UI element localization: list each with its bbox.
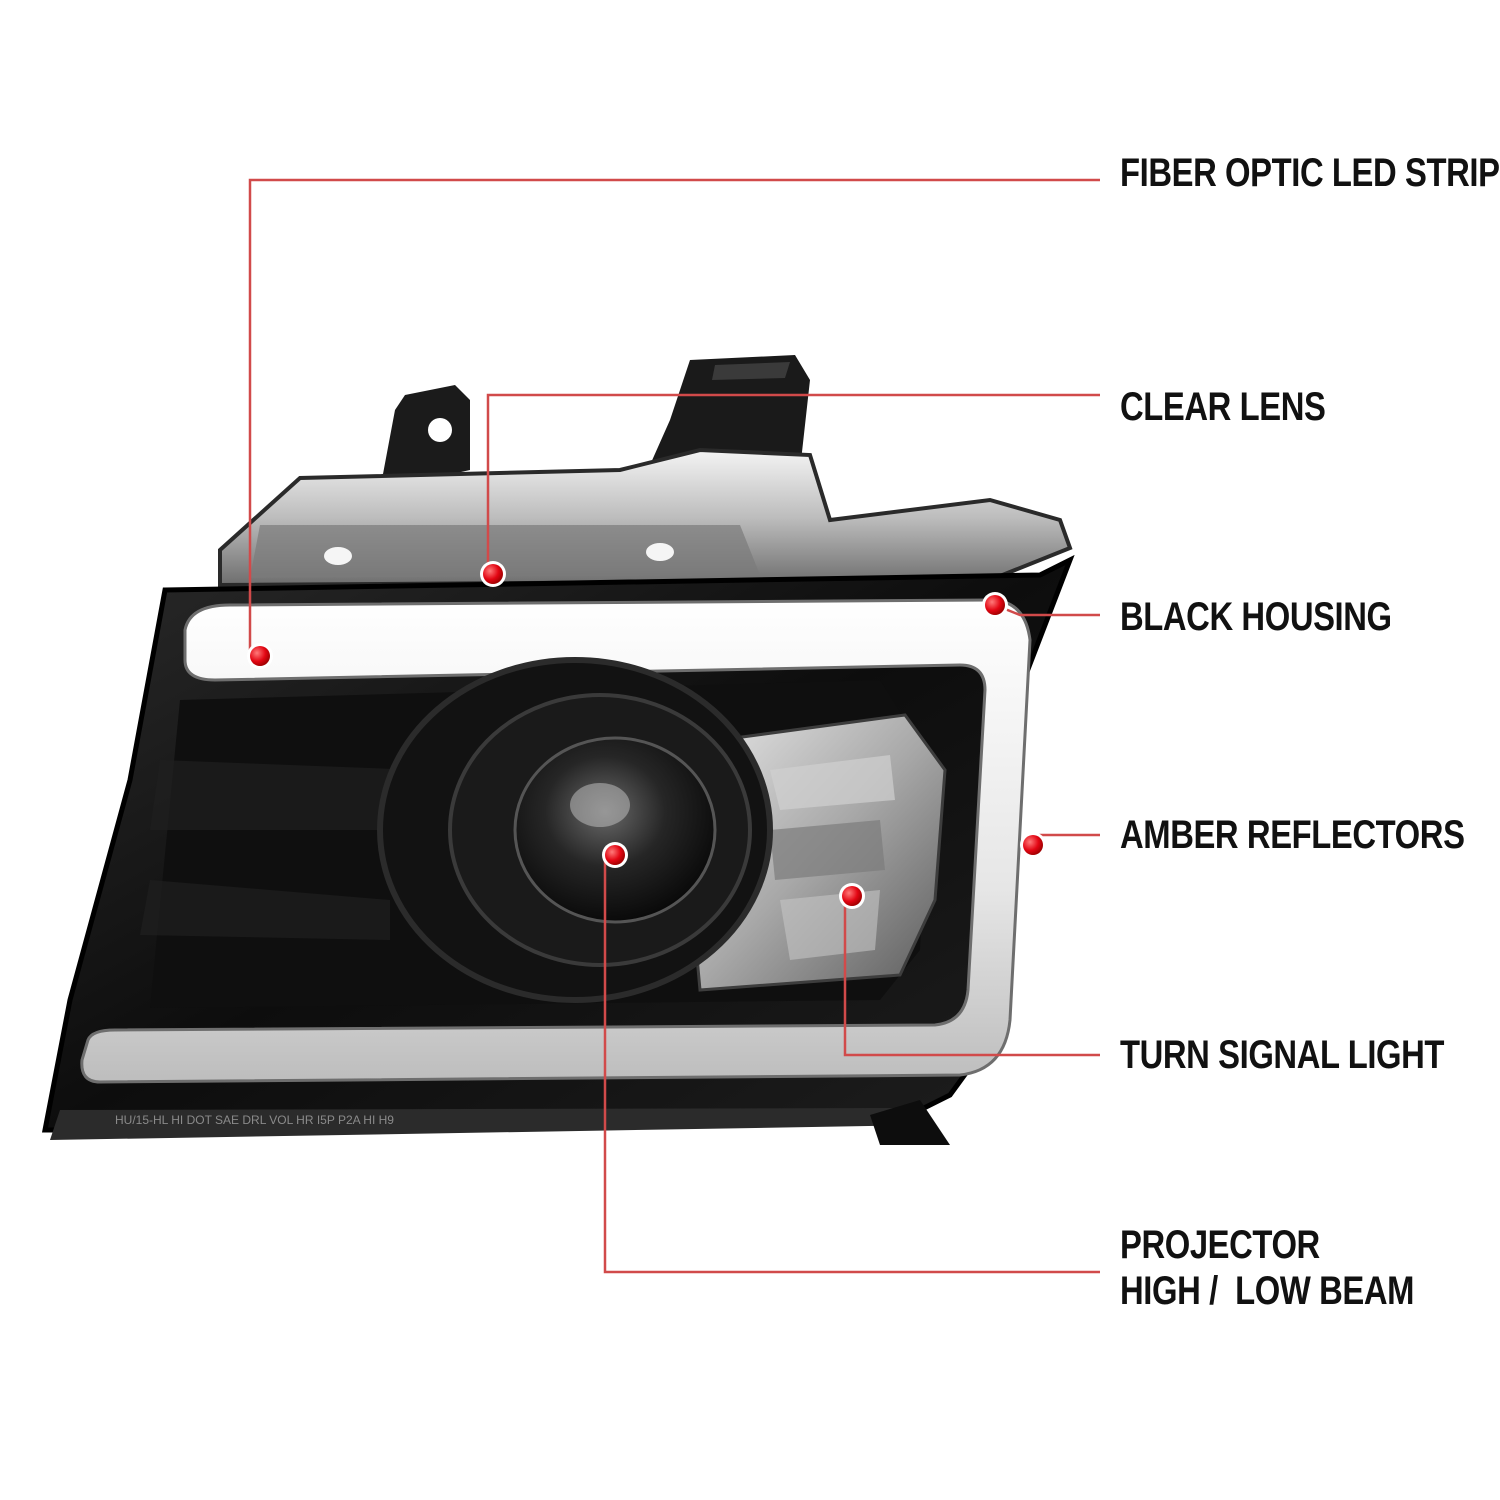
headlight-assembly: HU/15-HL HI DOT SAE DRL VOL HR I5P P2A H…	[41, 355, 1075, 1145]
label-line: FIBER OPTIC LED STRIP	[1120, 151, 1500, 195]
marker-dot-projector-beam	[602, 842, 628, 868]
lens-mount-bolt-left	[324, 547, 352, 565]
label-line: TURN SIGNAL LIGHT	[1120, 1033, 1445, 1077]
projector-lens	[513, 736, 717, 924]
label-clear-lens: CLEAR LENS	[1120, 384, 1326, 430]
label-line: BLACK HOUSING	[1120, 595, 1392, 639]
label-projector-beam: PROJECTOR HIGH / LOW BEAM	[1120, 1222, 1414, 1314]
marker-dot-turn-signal-light	[839, 883, 865, 909]
marker-dots	[247, 561, 1046, 909]
housing-molded-text: HU/15-HL HI DOT SAE DRL VOL HR I5P P2A H…	[115, 1113, 394, 1127]
mounting-tab-right	[650, 355, 810, 470]
marker-dot-fiber-optic-led-strip	[247, 643, 273, 669]
label-line: CLEAR LENS	[1120, 385, 1326, 429]
fiber-optic-led-strip-shape	[80, 598, 1032, 1084]
lens-mount-bolt-right	[646, 543, 674, 561]
label-black-housing: BLACK HOUSING	[1120, 594, 1392, 640]
label-fiber-optic-led-strip: FIBER OPTIC LED STRIP	[1120, 150, 1500, 196]
marker-dot-black-housing	[982, 592, 1008, 618]
label-turn-signal-light: TURN SIGNAL LIGHT	[1120, 1032, 1444, 1078]
label-line: AMBER REFLECTORS	[1120, 813, 1465, 857]
marker-dot-clear-lens	[480, 561, 506, 587]
label-amber-reflectors: AMBER REFLECTORS	[1120, 812, 1465, 858]
marker-dot-amber-reflectors	[1020, 832, 1046, 858]
label-line: HIGH / LOW BEAM	[1120, 1269, 1415, 1313]
mounting-tab-left	[380, 385, 470, 490]
label-line: PROJECTOR	[1120, 1223, 1320, 1267]
